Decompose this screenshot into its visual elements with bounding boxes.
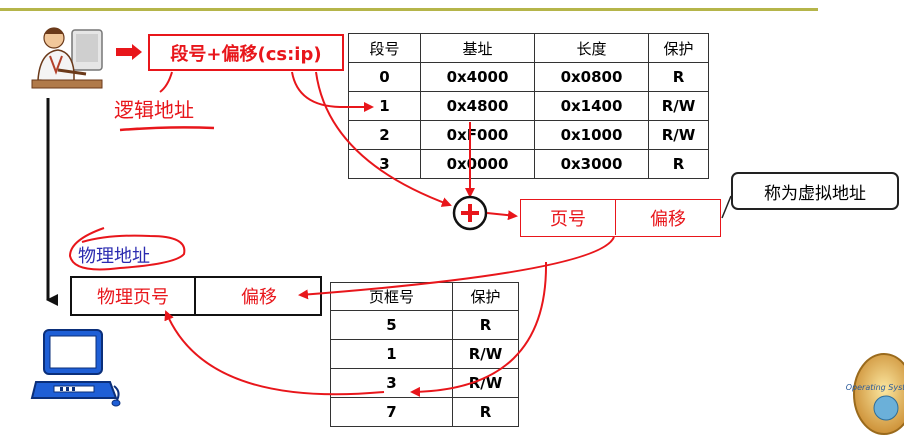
- frame-number-text: 物理页号: [97, 287, 169, 308]
- table-row: 7 R: [330, 397, 519, 427]
- adder-to-virtual-arrow: [486, 210, 518, 221]
- page-table: 页框号 保护 5 R 1 R/W 3 R/W 7 R: [330, 282, 519, 427]
- virtual-address-callout: 称为虚拟地址: [731, 172, 899, 210]
- table-cell: R/W: [648, 120, 709, 150]
- virtual-address-box: 页号 偏移: [520, 199, 721, 237]
- computer-icon: [30, 329, 121, 407]
- table-cell: R: [452, 397, 519, 427]
- badge-text: Operating Systems: [846, 383, 904, 392]
- table-row: 3 R/W: [330, 368, 519, 398]
- right-block-arrow-icon: [116, 44, 142, 60]
- logical-address-box: 段号+偏移(cs:ip): [148, 34, 344, 71]
- table-cell: 0x4800: [420, 91, 535, 121]
- table-cell: 5: [330, 310, 453, 340]
- offset-to-adder-arrow: [315, 71, 452, 207]
- physical-address-box: 物理页号 偏移: [70, 276, 322, 316]
- segment-table-header-cell: 长度: [534, 33, 649, 63]
- table-cell: 3: [330, 368, 453, 398]
- segment-lookup-arrow: [291, 71, 374, 112]
- table-cell: R: [648, 149, 709, 179]
- table-cell: 0x0000: [420, 149, 535, 179]
- table-row: 1 R/W: [330, 339, 519, 369]
- table-cell: R/W: [452, 368, 519, 398]
- page-number-text: 页号: [550, 208, 586, 230]
- page-lookup-arrow: [410, 261, 548, 397]
- callout-pointer: [721, 195, 732, 219]
- offset-copy-arrow: [298, 236, 615, 300]
- table-row: 2 0xF000 0x1000 R/W: [348, 120, 709, 150]
- virtual-offset-text: 偏移: [650, 208, 686, 230]
- physical-offset-cell: 偏移: [198, 278, 320, 314]
- logical-address-label: 逻辑地址: [114, 98, 194, 122]
- physical-offset-text: 偏移: [241, 287, 277, 308]
- header-rule: [0, 8, 818, 11]
- segment-table-header-cell: 保护: [648, 33, 709, 63]
- logical-address-underline: [119, 126, 215, 132]
- table-row: 0 0x4000 0x0800 R: [348, 62, 709, 92]
- segment-table: 段号 基址 长度 保护 0 0x4000 0x0800 R 1 0x4800 0…: [348, 33, 709, 179]
- page-number-cell: 页号: [521, 200, 616, 235]
- table-cell: 2: [348, 120, 421, 150]
- operating-systems-badge-icon: Operating Systems: [846, 353, 904, 435]
- person-computer-icon: [31, 27, 103, 89]
- frame-number-cell: 物理页号: [72, 278, 196, 314]
- table-cell: 0x4000: [420, 62, 535, 92]
- logical-address-pointer: [159, 71, 173, 93]
- callout-text: 称为虚拟地址: [764, 183, 866, 204]
- virtual-offset-cell: 偏移: [617, 200, 719, 235]
- physical-address-scribble: [68, 227, 186, 271]
- physical-address-label: 物理地址: [78, 246, 150, 267]
- page-table-header-cell: 保护: [452, 282, 519, 311]
- table-cell: 0xF000: [420, 120, 535, 150]
- table-cell: 0x1400: [534, 91, 649, 121]
- segment-table-header: 段号 基址 长度 保护: [348, 33, 709, 63]
- logical-address-text: 段号+偏移(cs:ip): [170, 43, 322, 65]
- frame-to-physical-arrow: [164, 310, 385, 396]
- table-cell: 0x0800: [534, 62, 649, 92]
